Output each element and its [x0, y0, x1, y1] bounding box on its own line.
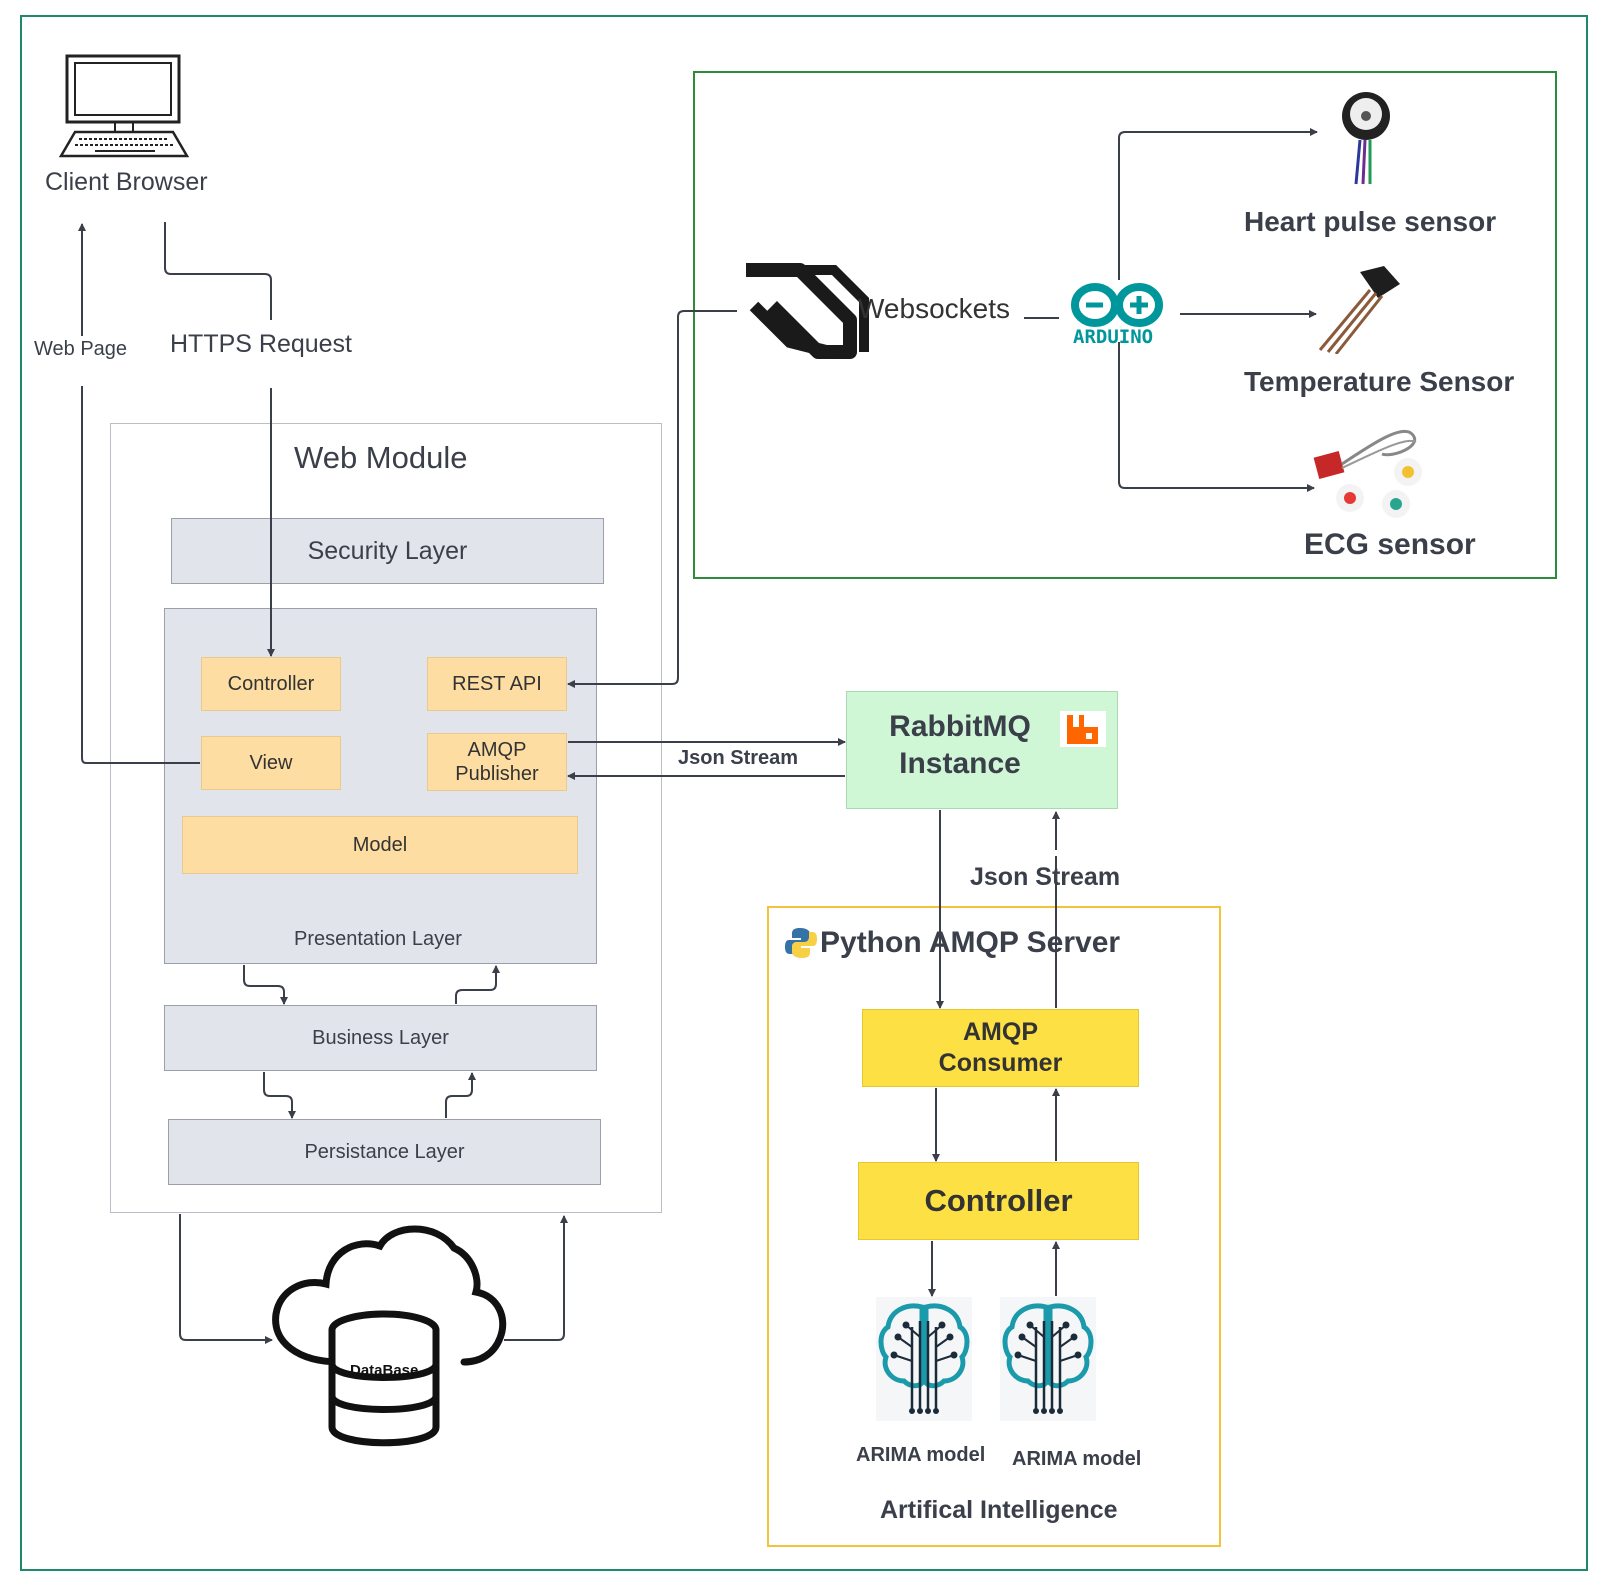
- json-stream-right-label: Json Stream: [970, 863, 1121, 891]
- controller-box: Controller: [201, 657, 341, 711]
- python-logo-icon: [784, 926, 818, 960]
- client-browser-label: Client Browser: [45, 168, 208, 196]
- web-module-title: Web Module: [294, 440, 468, 475]
- heart-pulse-sensor-label: Heart pulse sensor: [1244, 206, 1497, 237]
- model-label: Model: [352, 833, 408, 856]
- websockets-logo-icon: [742, 262, 872, 360]
- outer-frame: [20, 15, 1588, 1571]
- web-module: [110, 423, 662, 1213]
- controller-label: Controller: [227, 672, 315, 695]
- computer-icon: [55, 52, 195, 162]
- database-label: DataBase: [350, 1362, 419, 1379]
- arduino-label: ARDUINO: [1073, 326, 1154, 348]
- https-request-label: HTTPS Request: [170, 330, 353, 358]
- temperature-sensor-icon: [1314, 262, 1404, 355]
- business-layer-label: Business Layer: [312, 1026, 449, 1049]
- persistance-layer: Persistance Layer: [168, 1119, 601, 1185]
- view-box: View: [201, 736, 341, 790]
- web-page-label: Web Page: [34, 338, 128, 360]
- database-cloud-icon: [268, 1222, 508, 1454]
- amqp-publisher-label-1: AMQP: [467, 739, 527, 761]
- brain-icon: [1000, 1297, 1096, 1421]
- view-label: View: [249, 751, 293, 774]
- security-layer: Security Layer: [171, 518, 604, 584]
- model-box: Model: [182, 816, 578, 874]
- presentation-layer-label: Presentation Layer: [294, 928, 462, 950]
- rest-api-box: REST API: [427, 657, 567, 711]
- amqp-consumer-label-1: AMQP: [963, 1018, 1038, 1046]
- rabbitmq-label-line2: Instance: [899, 747, 1021, 780]
- amqp-publisher-label-2: Publisher: [455, 763, 539, 785]
- python-controller-label: Controller: [924, 1183, 1073, 1218]
- ecg-sensor-label: ECG sensor: [1304, 528, 1476, 561]
- amqp-publisher-box: AMQP Publisher: [427, 733, 567, 791]
- rest-api-label: REST API: [452, 672, 542, 695]
- python-amqp-server-title: Python AMQP Server: [820, 926, 1121, 959]
- rabbitmq-logo-icon: [1060, 711, 1106, 747]
- heart-pulse-sensor-icon: [1336, 88, 1396, 188]
- amqp-consumer-label-2: Consumer: [938, 1049, 1063, 1077]
- python-amqp-server-box: [767, 906, 1221, 1547]
- business-layer: Business Layer: [164, 1005, 597, 1071]
- persistance-layer-label: Persistance Layer: [304, 1140, 465, 1163]
- python-controller-box: Controller: [858, 1162, 1139, 1240]
- rabbitmq-instance-box: [846, 691, 1118, 809]
- arduino-logo-icon: [1070, 280, 1166, 330]
- temperature-sensor-label: Temperature Sensor: [1244, 366, 1515, 397]
- ecg-sensor-icon: [1312, 424, 1428, 520]
- amqp-consumer-box: AMQP Consumer: [862, 1009, 1139, 1087]
- arima-model-label-1: ARIMA model: [856, 1444, 986, 1466]
- websockets-label: Websockets: [858, 293, 1010, 324]
- rabbitmq-label: RabbitMQ Instance: [860, 708, 1060, 782]
- artificial-intelligence-label: Artifical Intelligence: [880, 1496, 1118, 1524]
- security-layer-label: Security Layer: [307, 536, 468, 565]
- json-stream-left-label: Json Stream: [678, 747, 799, 769]
- arima-model-label-2: ARIMA model: [1012, 1448, 1142, 1470]
- rabbitmq-label-line1: RabbitMQ: [889, 710, 1031, 743]
- brain-icon: [876, 1297, 972, 1421]
